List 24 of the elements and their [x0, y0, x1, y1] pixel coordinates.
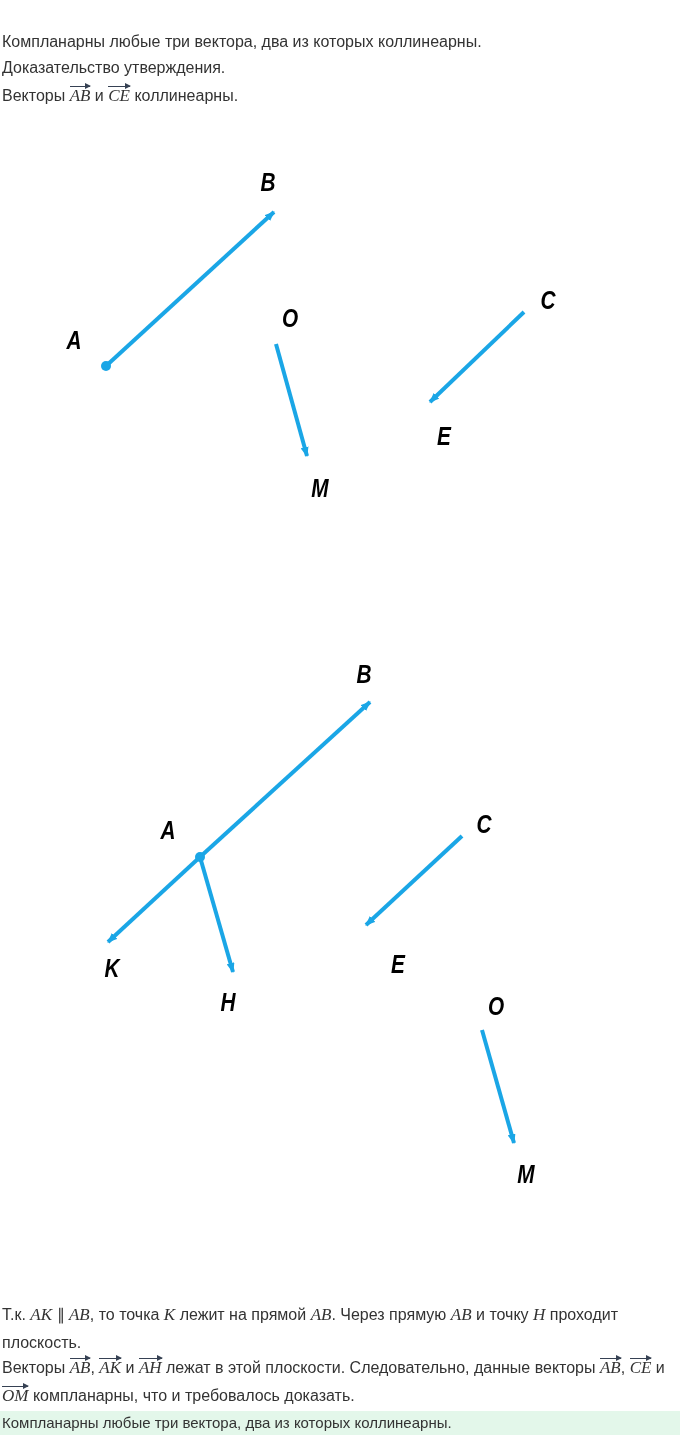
point-label: M	[517, 1161, 535, 1187]
point-label: B	[356, 661, 372, 687]
point-label: H	[220, 989, 236, 1015]
point-label: A	[160, 817, 176, 843]
point-label: C	[476, 811, 492, 837]
point-label: C	[540, 287, 556, 313]
point-label: B	[260, 169, 276, 195]
vector-arrow	[364, 834, 464, 927]
point-label: A	[66, 327, 82, 353]
point-label: O	[281, 305, 299, 331]
text-paragraph: Доказательство утверждения.	[2, 58, 227, 78]
highlight-bar: Компланарны любые три вектора, два из которых коллинеарны.	[0, 1411, 680, 1435]
point-label: E	[437, 423, 451, 449]
point-label: E	[391, 951, 405, 977]
point-label: K	[104, 955, 120, 981]
vector-arrow	[480, 1029, 516, 1144]
text-paragraph: Векторы AB и CE коллинеарны.	[2, 82, 678, 110]
vector-arrow	[428, 310, 526, 404]
point-label: M	[311, 475, 329, 501]
text-paragraph: Компланарны любые три вектора, два из которых коллинеарны.	[2, 32, 483, 52]
text-paragraph: Т.к. AK ∥ AB, то точка K лежит на прямой AB. Через прямую AB и точку H проходит плоскость.	[2, 1304, 619, 1353]
vector-arrow	[274, 343, 309, 457]
point-label: O	[487, 993, 505, 1019]
text-paragraph: Векторы AB, AK и AH лежат в этой плоскости. Следовательно, данные векторы AB, CE и OM компланарны, что и требовалось доказать.	[2, 1354, 678, 1410]
